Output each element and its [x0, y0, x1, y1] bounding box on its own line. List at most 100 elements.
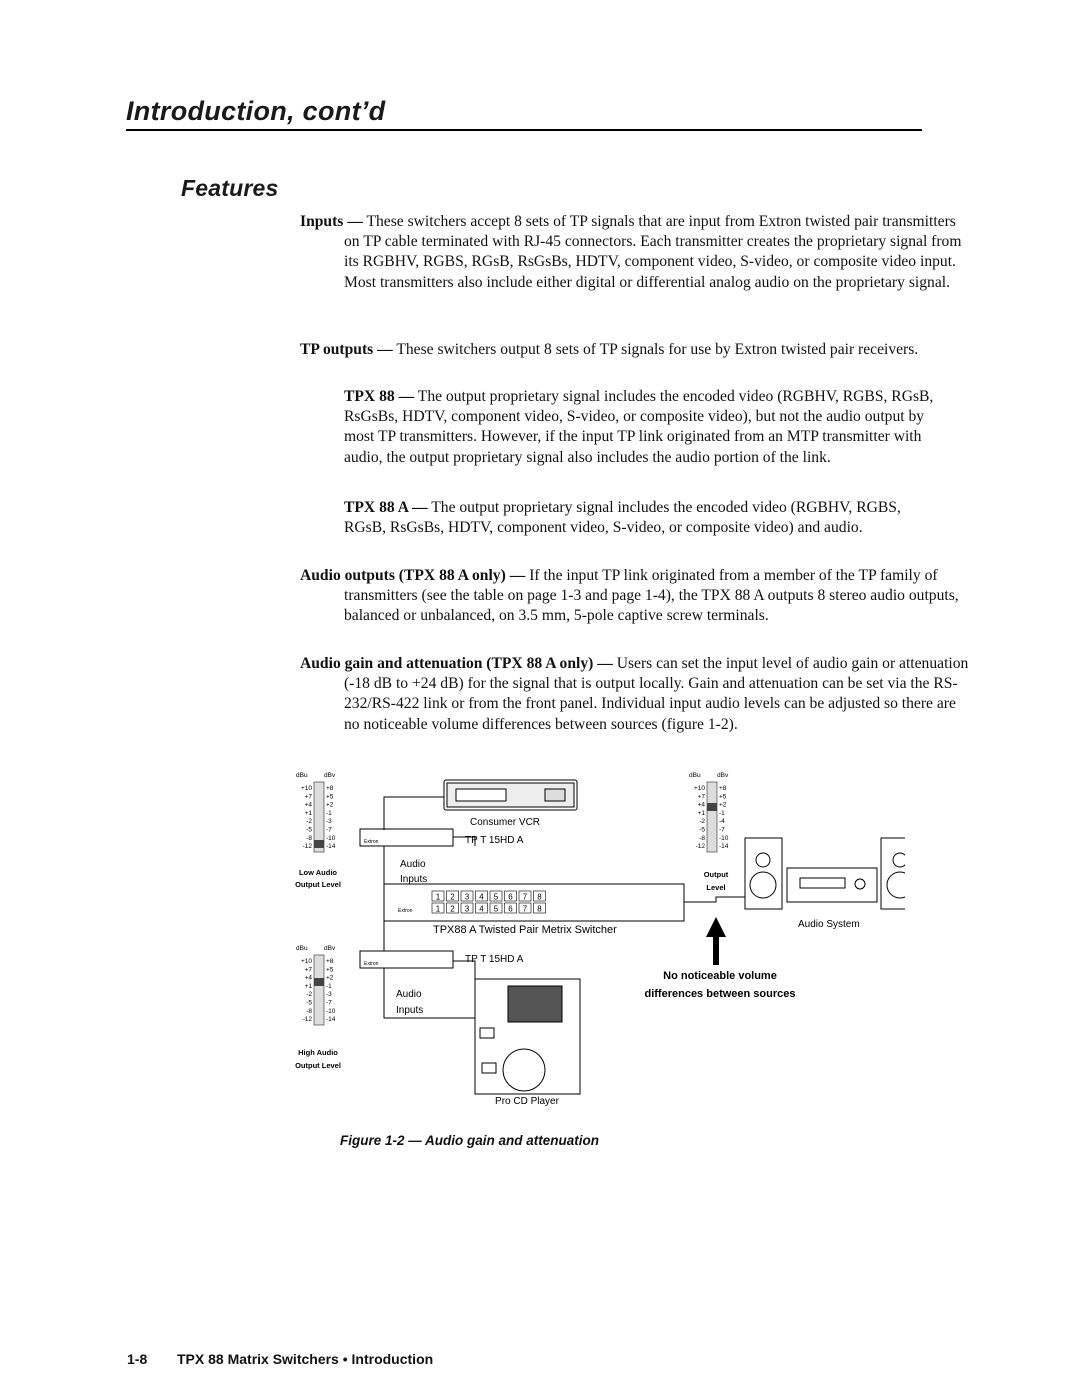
switcher-button-1-input — [431, 890, 445, 902]
paragraph-inputs: Inputs — These switchers accept 8 sets o… — [300, 212, 974, 293]
output-meter-dbv-tick: +8 — [719, 785, 727, 792]
tpt-bottom-brand: Extron — [364, 961, 379, 967]
paragraph-audio-gain: Audio gain and attenuation (TPX 88 A onl… — [300, 654, 974, 735]
switcher-button-number: 7 — [523, 905, 528, 914]
output-meter-dbv-tick: -14 — [719, 843, 729, 850]
text-inputs: These switchers accept 8 sets of TP sign… — [344, 213, 962, 291]
switcher-button-2-output — [446, 902, 459, 914]
header-rule — [126, 129, 922, 131]
output-meter-dbv-tick: -7 — [719, 827, 725, 834]
output-meter-dbv-tick: +5 — [719, 793, 727, 800]
low-meter-dbu-header: dBu — [296, 772, 308, 779]
switcher-button-number: 3 — [465, 893, 470, 902]
audio-inputs-top-label: Audio — [400, 859, 426, 870]
pro-cd-label: Pro CD Player — [495, 1096, 560, 1107]
low-meter-dbu-tick: +4 — [305, 802, 313, 809]
switcher-button-number: 6 — [508, 893, 513, 902]
low-meter-dbu-tick: +1 — [305, 810, 313, 817]
output-level-label-2: Level — [706, 883, 725, 892]
text-tpx88a: The output proprietary signal includes t… — [344, 499, 901, 537]
page-header-title: Introduction, cont’d — [126, 96, 386, 126]
switcher-button-8-output — [533, 902, 546, 914]
output-meter-dbu-tick: +10 — [694, 785, 705, 792]
output-meter-dbv-tick: -4 — [719, 818, 725, 825]
tpt-top-label: TP T 15HD A — [465, 835, 524, 846]
low-meter-dbv-header: dBv — [324, 772, 336, 779]
figure-caption-prefix: Figure 1-2 — — [340, 1133, 422, 1148]
high-meter-dbv-header: dBv — [324, 945, 336, 952]
switcher-button-7-output — [518, 902, 532, 914]
high-meter-dbu-tick: +4 — [305, 975, 313, 982]
text-audio-gain: Users can set the input level of audio g… — [344, 655, 969, 733]
high-meter-level — [314, 978, 324, 986]
switcher-device — [383, 883, 685, 922]
paragraph-tp-outputs: TP outputs — These switchers output 8 se… — [300, 340, 974, 360]
switcher-button-5-output — [489, 902, 503, 914]
switcher-button-number: 1 — [436, 905, 441, 914]
output-meter-dbu-tick: -12 — [696, 843, 706, 850]
speaker-left — [744, 837, 783, 910]
low-meter-dbu-tick: +7 — [305, 793, 313, 800]
high-meter-dbv-tick: -14 — [326, 1016, 336, 1023]
term-audio-gain: Audio gain and attenuation (TPX 88 A onl… — [300, 655, 613, 672]
high-meter-dbv-tick: +2 — [326, 975, 334, 982]
high-audio-label-2: Output Level — [295, 1061, 341, 1070]
switcher-button-4-output — [475, 902, 488, 914]
switcher-button-6-input — [504, 890, 517, 902]
switcher-button-number: 5 — [494, 905, 499, 914]
low-meter-dbv-tick: -1 — [326, 810, 332, 817]
vcr-device — [443, 779, 578, 811]
switcher-brand: Extron — [398, 908, 413, 914]
paragraph-tpx88: TPX 88 — The output proprietary signal i… — [344, 387, 934, 468]
switcher-button-6-output — [504, 902, 517, 914]
term-tpx88a: TPX 88 A — — [344, 499, 428, 516]
switcher-button-number: 4 — [479, 905, 484, 914]
high-meter-dbu-header: dBu — [296, 945, 308, 952]
low-meter-dbv-tick: -3 — [326, 818, 332, 825]
low-audio-label-2: Output Level — [295, 880, 341, 889]
high-meter-dbu-tick: +7 — [305, 966, 313, 973]
no-difference-label: No noticeable volume — [663, 970, 777, 982]
output-meter-dbv-tick: -10 — [719, 835, 729, 842]
switcher-button-3-output — [460, 902, 474, 914]
high-meter-dbv-tick: -1 — [326, 983, 332, 990]
high-meter-dbv-tick: -3 — [326, 991, 332, 998]
low-meter-dbv-tick: +2 — [326, 802, 334, 809]
switcher-button-5-input — [489, 890, 503, 902]
switcher-button-2-input — [446, 890, 459, 902]
output-meter-dbu-tick: +7 — [698, 793, 706, 800]
high-audio-label: High Audio — [298, 1048, 338, 1057]
switcher-button-4-input — [475, 890, 488, 902]
low-meter-dbv-tick: -14 — [326, 843, 336, 850]
low-meter-dbv-tick: +5 — [326, 793, 334, 800]
text-audio-outputs: If the input TP link originated from a m… — [344, 567, 959, 625]
tpt-top-brand: Extron — [364, 839, 379, 845]
text-tp-outputs: These switchers output 8 sets of TP sign… — [392, 341, 919, 358]
low-meter-dbu-tick: -5 — [306, 827, 312, 834]
switcher-button-number: 5 — [494, 893, 499, 902]
output-meter-dbu-header: dBu — [689, 772, 701, 779]
high-meter-dbv-tick: +5 — [326, 966, 334, 973]
page-number: 1-8 — [127, 1351, 148, 1367]
switcher-button-number: 4 — [479, 893, 484, 902]
audio-inputs-bottom-label: Audio — [396, 989, 422, 1000]
output-meter-dbu-tick: -5 — [699, 827, 705, 834]
low-meter-dbu-tick: -2 — [306, 818, 312, 825]
high-meter-dbu-tick: -2 — [306, 991, 312, 998]
high-meter-dbv-tick: -7 — [326, 1000, 332, 1007]
switcher-button-number: 7 — [523, 893, 528, 902]
consumer-vcr-label: Consumer VCR — [470, 817, 540, 828]
output-meter-dbv-tick: +2 — [719, 802, 727, 809]
output-meter-dbv-header: dBv — [717, 772, 729, 779]
switcher-button-number: 3 — [465, 905, 470, 914]
term-tp-outputs: TP outputs — — [300, 341, 393, 358]
figure-caption-text: Audio gain and attenuation — [421, 1133, 600, 1148]
term-tpx88: TPX 88 — — [344, 388, 415, 405]
tpt-bottom-label: TP T 15HD A — [465, 954, 524, 965]
switcher-button-3-input — [460, 890, 474, 902]
output-meter-level — [707, 803, 717, 811]
switcher-button-number: 1 — [436, 893, 441, 902]
paragraph-tpx88a: TPX 88 A — The output proprietary signal… — [344, 498, 934, 538]
